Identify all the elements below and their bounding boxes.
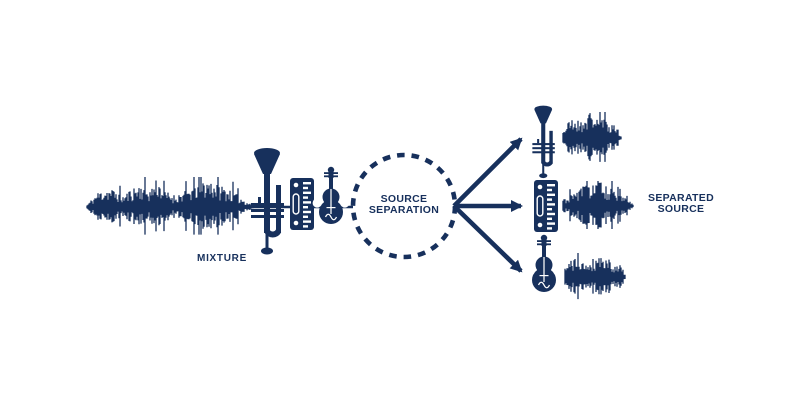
arrow-bottom — [452, 204, 523, 273]
trumpet-waveform — [562, 112, 622, 162]
keyboard-waveform — [562, 181, 634, 229]
keyboard-icon — [289, 177, 315, 231]
separated-keyboard-icon — [533, 179, 559, 233]
arrow-top — [452, 137, 523, 208]
source-separation-label-line2: SEPARATION — [368, 204, 440, 216]
trumpet-icon — [251, 148, 284, 255]
violin-icon — [311, 166, 351, 225]
separated-trumpet-icon — [532, 106, 554, 178]
mixture-waveform — [86, 177, 254, 235]
violin-waveform — [564, 253, 626, 300]
source-separation-label: SOURCE SEPARATION — [369, 194, 439, 216]
separated-source-label: SEPARATED SOURCE — [648, 193, 714, 215]
mixture-label: MIXTURE — [197, 253, 247, 264]
source-separation-label-line1: SOURCE — [380, 193, 428, 205]
separated-violin-icon — [524, 234, 564, 293]
separated-source-label-line1: SEPARATED — [648, 192, 714, 204]
separated-source-label-line2: SOURCE — [657, 203, 705, 215]
